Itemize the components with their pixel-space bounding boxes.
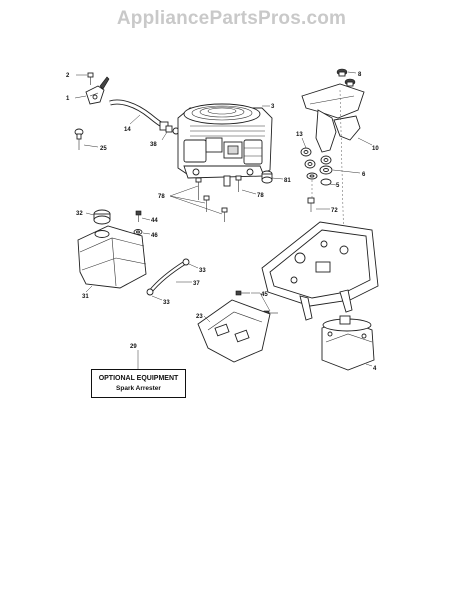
callout-33-upper[interactable]: 33	[199, 268, 206, 274]
watermark-text: AppliancePartsPros.com	[116, 8, 347, 29]
part-23-bracket[interactable]	[197, 299, 271, 363]
callout-2[interactable]: 2	[66, 73, 70, 79]
part-38-fitting[interactable]	[159, 121, 180, 135]
callout-4[interactable]: 4	[373, 366, 377, 372]
part-72-bolt[interactable]	[307, 197, 315, 212]
callout-45[interactable]: 45	[261, 292, 268, 298]
part-6-gasket[interactable]	[319, 165, 333, 175]
part-4-muffler[interactable]	[321, 315, 375, 371]
part-32-fuel-cap[interactable]	[93, 209, 111, 225]
part-37-fuel-line[interactable]	[148, 260, 188, 294]
callout-13[interactable]: 13	[296, 132, 303, 138]
callout-81[interactable]: 81	[284, 178, 291, 184]
callout-8[interactable]: 8	[358, 72, 362, 78]
optional-equipment-title: OPTIONAL EQUIPMENT	[98, 375, 179, 382]
callout-6[interactable]: 6	[362, 172, 366, 178]
callout-25[interactable]: 25	[100, 146, 107, 152]
callout-78-left[interactable]: 78	[158, 194, 165, 200]
part-2-screw[interactable]	[87, 72, 94, 85]
spark-arrester-label: Spark Arrester	[116, 385, 161, 392]
optional-equipment-box[interactable]: OPTIONAL EQUIPMENT Spark Arrester	[91, 369, 186, 398]
part-10-heat-shield[interactable]	[301, 83, 365, 153]
callout-14[interactable]: 14	[124, 127, 131, 133]
callout-44[interactable]: 44	[151, 218, 158, 224]
part-33-clamp-upper[interactable]	[182, 258, 190, 266]
part-14-fuel-line[interactable]	[109, 99, 166, 129]
part-44-screw[interactable]	[135, 210, 142, 222]
callout-5[interactable]: 5	[336, 183, 340, 189]
callout-78-right[interactable]: 78	[257, 193, 264, 199]
part-3-engine[interactable]	[177, 103, 273, 187]
part-46-washer[interactable]	[133, 229, 143, 235]
callout-1[interactable]: 1	[66, 96, 70, 102]
part-8-bolts[interactable]	[336, 68, 356, 87]
callout-33-lower[interactable]: 33	[163, 300, 170, 306]
callout-31[interactable]: 31	[82, 294, 89, 300]
callout-32[interactable]: 32	[76, 211, 83, 217]
callout-3[interactable]: 3	[271, 104, 275, 110]
callout-37[interactable]: 37	[193, 281, 200, 287]
callout-23[interactable]: 23	[196, 314, 203, 320]
part-5-stud[interactable]	[306, 172, 332, 186]
part-31-fuel-tank[interactable]	[77, 225, 147, 289]
callout-10[interactable]: 10	[372, 146, 379, 152]
frame-mounting-plate[interactable]	[261, 221, 379, 321]
callout-72[interactable]: 72	[331, 208, 338, 214]
callout-38[interactable]: 38	[150, 142, 157, 148]
part-25-dipstick[interactable]	[74, 128, 84, 150]
part-78-bolts[interactable]	[195, 175, 242, 222]
part-33-clamp-lower[interactable]	[146, 288, 154, 296]
part-81-spacer[interactable]	[261, 170, 273, 184]
callout-29[interactable]: 29	[130, 344, 137, 350]
part-1-throttle-control[interactable]	[85, 76, 110, 105]
callout-46[interactable]: 46	[151, 233, 158, 239]
part-13-nuts[interactable]	[300, 147, 332, 169]
